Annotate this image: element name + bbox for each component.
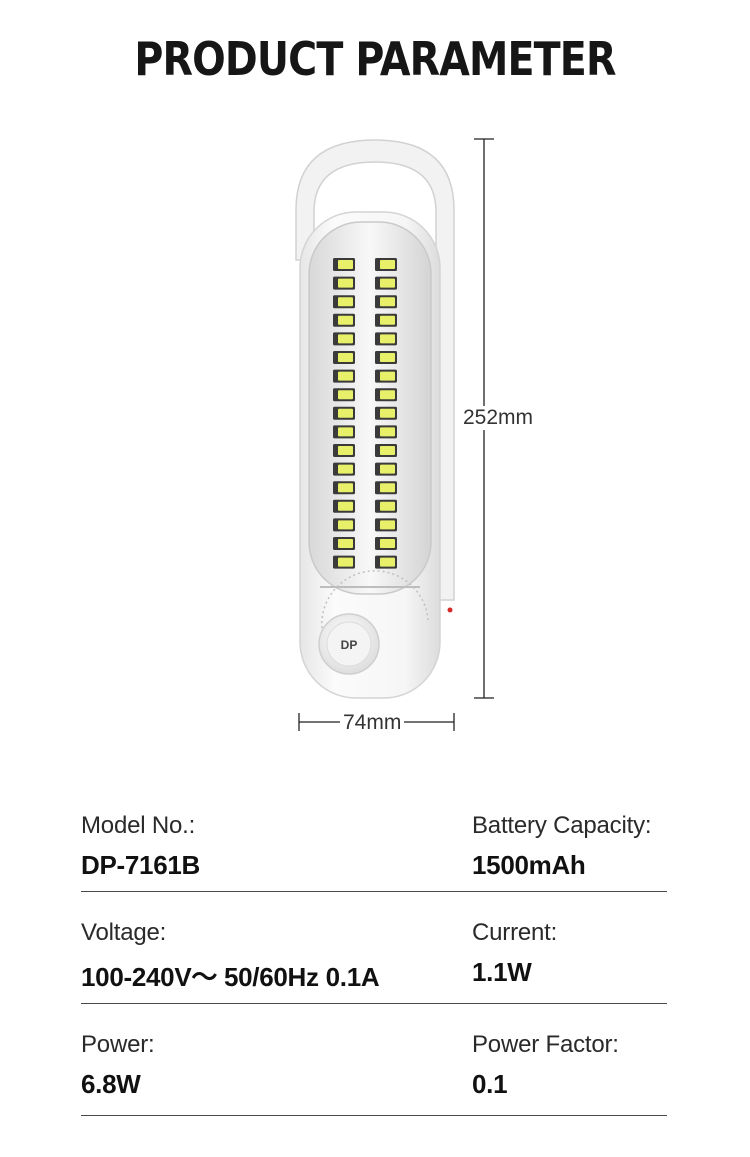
led-chip-light xyxy=(380,483,395,493)
led-chip-light xyxy=(380,446,395,455)
spec-value: DP-7161B xyxy=(81,850,200,880)
spec-label: Voltage: xyxy=(81,919,167,946)
spec-voltage: Voltage: 100-240V～ 50/60Hz 0.1A xyxy=(81,919,380,994)
led-chip-light xyxy=(338,539,353,548)
spec-label: Power Factor: xyxy=(472,1031,619,1058)
led-chip-light xyxy=(338,353,353,362)
spec-row: Model No.: DP-7161B Battery Capacity: 15… xyxy=(81,812,667,892)
led-chip-light xyxy=(338,260,353,269)
spec-value: 0.1 xyxy=(472,1069,508,1099)
led-chip-light xyxy=(380,278,395,288)
led-column-left xyxy=(333,258,355,569)
led-chip-light xyxy=(380,260,395,269)
product-image: DP xyxy=(295,138,494,731)
led-chip-light xyxy=(380,557,395,567)
spec-label: Current: xyxy=(472,919,558,946)
charge-indicator xyxy=(447,607,453,613)
led-chip-light xyxy=(338,371,353,381)
lamp-light-panel xyxy=(308,221,432,595)
height-label: 252mm xyxy=(463,406,534,430)
spec-label: Power: xyxy=(81,1031,155,1058)
width-label: 74mm xyxy=(340,711,405,735)
led-chip-light xyxy=(380,464,395,474)
spec-value: 100-240V～ 50/60Hz 0.1A xyxy=(81,962,380,992)
led-chip-light xyxy=(380,334,395,344)
led-chip-light xyxy=(380,297,395,307)
led-chip-light xyxy=(338,427,353,437)
led-chip-light xyxy=(338,464,353,474)
led-column-right xyxy=(375,258,397,569)
led-chip-light xyxy=(338,334,353,344)
led-chip-light xyxy=(380,371,395,381)
led-chip-light xyxy=(338,557,353,567)
spec-value: 1500mAh xyxy=(472,850,586,880)
spec-value: 6.8W xyxy=(81,1069,141,1099)
led-chip-light xyxy=(380,353,395,362)
spec-row: Power: 6.8W Power Factor: 0.1 xyxy=(81,1003,667,1116)
spec-battery-capacity: Battery Capacity: 1500mAh xyxy=(472,812,652,881)
led-chip-light xyxy=(380,390,395,400)
led-chip-light xyxy=(338,501,353,511)
led-chip-light xyxy=(380,427,395,437)
led-chip-light xyxy=(338,520,353,530)
spec-label: Battery Capacity: xyxy=(472,812,652,839)
led-chip-light xyxy=(338,315,353,325)
led-chip-light xyxy=(380,520,395,530)
led-chip-light xyxy=(380,315,395,325)
led-chip-light xyxy=(338,297,353,307)
led-chip-light xyxy=(338,278,353,288)
spec-current: Current: 1.1W xyxy=(472,919,557,988)
page-title: PRODUCT PARAMETER xyxy=(134,32,616,86)
led-chip-light xyxy=(338,446,353,455)
spec-row: Voltage: 100-240V～ 50/60Hz 0.1A Current:… xyxy=(81,891,667,1004)
spec-power: Power: 6.8W xyxy=(81,1031,155,1100)
led-chip-light xyxy=(338,408,353,418)
led-chip-light xyxy=(380,408,395,418)
led-chip-light xyxy=(380,501,395,511)
spec-power-factor: Power Factor: 0.1 xyxy=(472,1031,619,1100)
led-chip-light xyxy=(380,539,395,548)
spec-label: Model No.: xyxy=(81,812,196,839)
led-chip-light xyxy=(338,483,353,493)
spec-model: Model No.: DP-7161B xyxy=(81,812,200,881)
brand-logo: DP xyxy=(341,638,358,652)
spec-value: 1.1W xyxy=(472,957,532,987)
led-chip-light xyxy=(338,390,353,400)
